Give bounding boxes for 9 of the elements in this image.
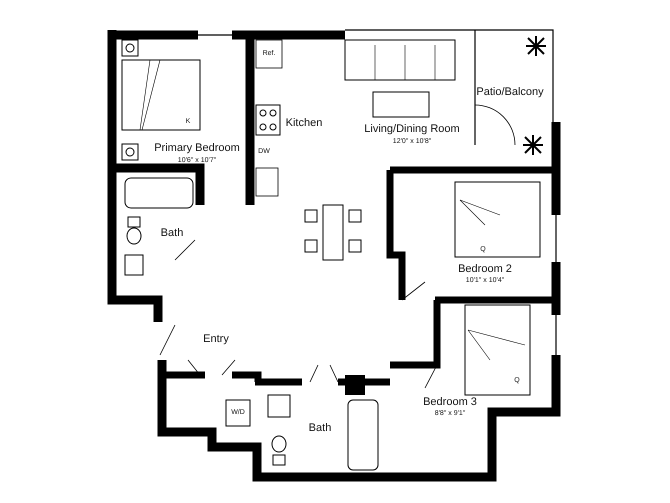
- room-label: Bedroom 2: [458, 262, 512, 276]
- room-label: Entry: [203, 332, 229, 346]
- room-label: Bath: [160, 226, 184, 240]
- room-label: Primary Bedroom: [154, 142, 240, 154]
- room-label: Living/Dining Room: [364, 122, 460, 136]
- room-label: Patio/Balcony: [476, 86, 544, 98]
- room-label: Bedroom 3: [423, 396, 477, 408]
- room-label: Kitchen: [286, 116, 322, 130]
- room-label: Bath: [308, 422, 332, 434]
